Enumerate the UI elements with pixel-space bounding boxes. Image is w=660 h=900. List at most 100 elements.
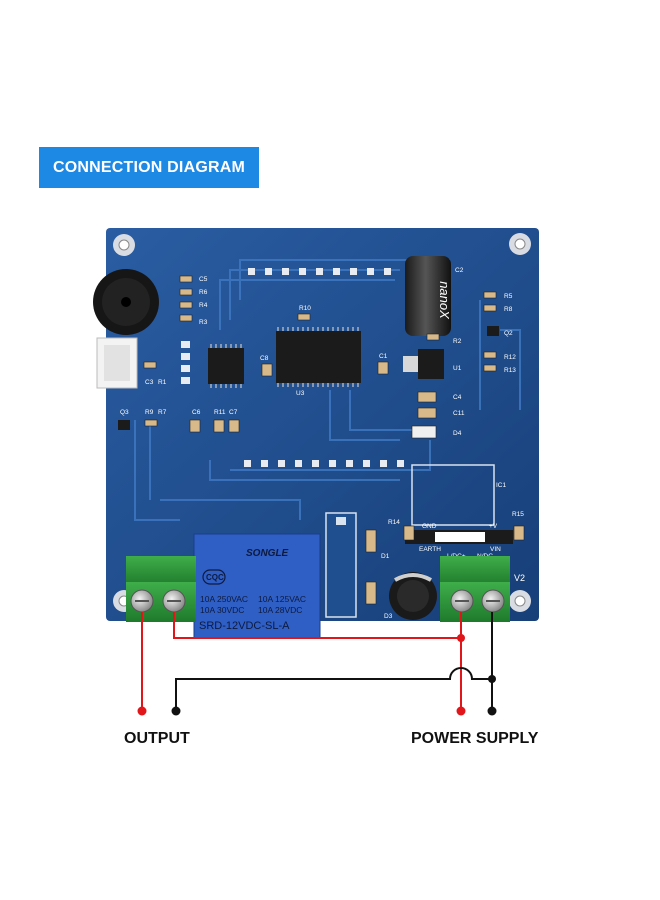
electrolytic-capacitor-c2: nanoX	[405, 256, 452, 336]
smd-part	[417, 407, 437, 419]
label-c7: C7	[229, 409, 238, 416]
smd-part	[179, 275, 193, 283]
smd-part	[213, 419, 225, 433]
power-supply-caption: POWER SUPPLY	[411, 730, 539, 747]
label-vin: VIN	[490, 546, 501, 553]
label-u3: U3	[296, 390, 305, 397]
diode-outline	[325, 512, 357, 618]
smd-part	[483, 291, 497, 299]
capacitor-bottom-top	[397, 580, 429, 612]
smd-part	[483, 351, 497, 359]
label-plus-v: +V	[489, 523, 498, 530]
capacitor-brand-label: nanoX	[437, 281, 452, 320]
sensor-connector	[96, 337, 138, 389]
header-pin	[244, 460, 251, 467]
trace	[349, 390, 420, 431]
ic1-outline	[411, 464, 495, 526]
trace	[160, 499, 301, 520]
pin-header-column	[181, 341, 190, 384]
label-r5: R5	[504, 293, 513, 300]
relay-cert-oval	[202, 569, 226, 585]
relay-rating-1: 10A 250VAC	[200, 594, 248, 604]
header-pin	[384, 268, 391, 275]
pcb-board: nanoX	[93, 228, 539, 621]
diagram-title-badge: CONNECTION DIAGRAM	[39, 147, 259, 188]
wire-junctions	[457, 634, 496, 683]
header-pin	[181, 353, 190, 360]
label-d4: D4	[453, 430, 462, 437]
output-wire-black	[175, 667, 492, 710]
label-q2: Q2	[504, 330, 513, 337]
main-ic-pins-top	[277, 327, 359, 331]
main-ic-chip	[276, 331, 361, 383]
label-c5: C5	[199, 276, 208, 283]
main-ic-pins-bottom	[277, 383, 359, 387]
label-r12: R12	[504, 354, 516, 361]
relay-rating-4: 10A 28VDC	[258, 605, 302, 615]
jst-connector-inner	[104, 345, 130, 381]
main-ic-pins	[277, 327, 359, 387]
smd-part	[179, 301, 193, 309]
relay-cert: CQC	[206, 573, 224, 582]
label-r8: R8	[504, 306, 513, 313]
label-r10: R10	[299, 305, 311, 312]
secondary-ic-pins	[210, 344, 242, 388]
label-d3: D3	[384, 613, 393, 620]
label-gnd: GND	[422, 523, 437, 530]
smd-part	[365, 529, 377, 553]
wiring	[141, 612, 493, 710]
output-terminal-top	[126, 556, 196, 586]
smd-part	[179, 314, 193, 322]
pcb-traces	[134, 259, 521, 521]
label-q3: Q3	[120, 409, 129, 416]
header-pin	[282, 268, 289, 275]
smd-part	[483, 364, 497, 372]
secondary-ic	[208, 344, 244, 388]
label-c11: C11	[453, 410, 465, 417]
diagram-title: CONNECTION DIAGRAM	[52, 158, 246, 176]
bridge-wire-red	[173, 612, 461, 639]
display-header-top	[248, 268, 391, 275]
label-r1: R1	[158, 379, 167, 386]
smd-part	[483, 304, 497, 312]
header-pin	[397, 460, 404, 467]
label-r13: R13	[504, 367, 516, 374]
junction-black	[488, 675, 496, 683]
capacitor-body	[405, 256, 451, 336]
label-r14: R14	[388, 519, 400, 526]
wire-end-terminals	[137, 706, 497, 716]
smd-components	[143, 275, 525, 605]
header-pin	[181, 365, 190, 372]
header-pin	[346, 460, 353, 467]
mounting-hole-top-right-center	[514, 238, 526, 250]
smd-part	[365, 581, 377, 605]
header-pin	[350, 268, 357, 275]
buzzer	[93, 269, 159, 335]
label-c2: C2	[455, 267, 464, 274]
smd-part	[377, 361, 389, 375]
display-header-bottom	[244, 460, 404, 467]
label-ic1: IC1	[496, 482, 507, 489]
header-pin	[316, 268, 323, 275]
smd-part	[513, 525, 525, 541]
transistor-q2	[487, 326, 499, 336]
secondary-ic-chip	[208, 348, 244, 384]
label-r6: R6	[199, 289, 208, 296]
header-pin	[367, 268, 374, 275]
header-pin	[380, 460, 387, 467]
mounting-hole-top-left-center	[118, 239, 130, 251]
header-pin	[299, 268, 306, 275]
header-pin	[261, 460, 268, 467]
power-terminal-top	[440, 556, 510, 586]
secondary-ic-pins-top	[210, 344, 242, 348]
label-r9: R9	[145, 409, 154, 416]
capacitor-bottom-highlight	[394, 573, 432, 582]
transistor-q3	[118, 420, 130, 430]
header-pin	[248, 268, 255, 275]
trace	[329, 390, 400, 441]
label-c4: C4	[453, 394, 462, 401]
smd-part	[179, 288, 193, 296]
relay: SONGLE CQC 10A 250VAC 10A 125VAC 10A 30V…	[193, 533, 321, 639]
relay-brand: SONGLE	[246, 548, 289, 559]
